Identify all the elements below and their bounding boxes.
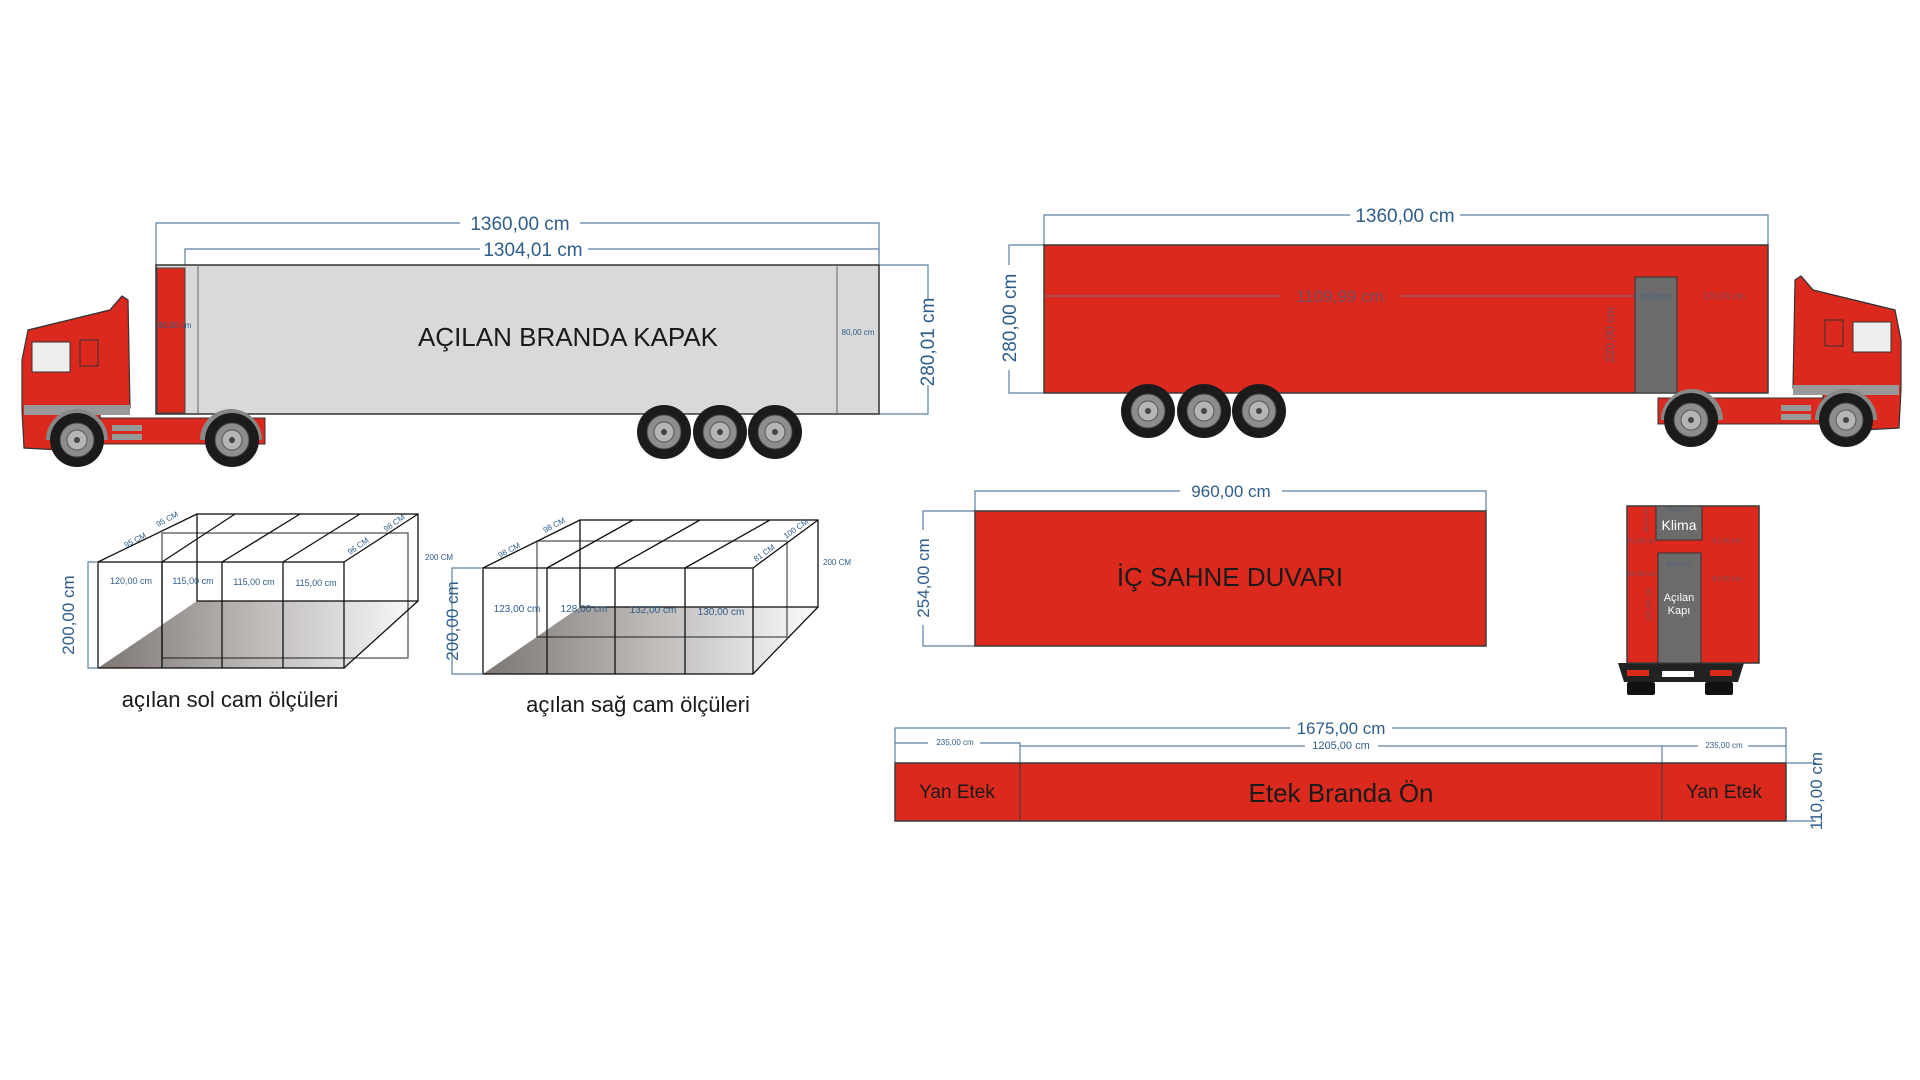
dim-door-height: 220,00 cm (1603, 307, 1617, 363)
cover-title: AÇILAN BRANDA KAPAK (418, 322, 719, 352)
dim-depth: 95 CM (123, 531, 148, 550)
dim-line-height (922, 510, 975, 647)
dim-klima-height: 60,00 cm (1644, 508, 1650, 533)
dim-center-width: 1205,00 cm (1312, 740, 1369, 752)
dim-height: 280,01 cm (918, 298, 939, 387)
dim-width: 130,00 cm (698, 607, 745, 618)
dim-width: 123,00 cm (494, 604, 541, 615)
canvas-cover-panel (155, 264, 880, 415)
dim-side-bottom-left: 82,50 cm (1628, 571, 1657, 578)
dim-depth: 96 CM (346, 536, 371, 557)
dim-line-total-length (155, 222, 880, 265)
dim-side-top-left: 81,00 cm (1628, 538, 1657, 545)
dim-right-width: 235,00 cm (1705, 741, 1743, 750)
skirt-right-label: Yan Etek (1686, 782, 1762, 803)
dim-line-height (879, 264, 929, 415)
skirt-strip: 1675,00 cm 235,00 cm 1205,00 cm 235,00 c… (894, 719, 1826, 830)
dim-width: 115,00 cm (172, 576, 213, 586)
dim-door-width: 66,00 cm (1642, 294, 1671, 301)
stage-wall-title: İÇ SAHNE DUVARI (1117, 562, 1343, 592)
klima-unit (1655, 505, 1703, 541)
dim-height: 200,00 cm (59, 575, 78, 654)
dim-line-height (1008, 244, 1044, 394)
dim-line-body-length (184, 248, 879, 265)
dim-height: 254,00 cm (914, 538, 933, 617)
door-label-line2: Kapı (1668, 605, 1691, 617)
skirt-panel (894, 762, 1787, 822)
dim-door-width: 66,00 cm (1667, 562, 1692, 568)
dim-total-length: 1360,00 cm (1355, 206, 1454, 227)
dim-line-total-length (1043, 214, 1769, 245)
dim-klima-width: 66,00 cm (1667, 507, 1692, 513)
box-front-frame (97, 561, 345, 669)
side-door (1634, 276, 1678, 394)
dim-total-length: 1360,00 cm (470, 214, 569, 235)
dim-door-to-end: 170,01 cm (1703, 291, 1745, 301)
door-label-line1: Açılan (1664, 592, 1695, 604)
dim-width: 115,00 cm (295, 578, 336, 588)
trailer-wheel (1231, 383, 1287, 439)
dim-width: 128,00 cm (561, 604, 608, 615)
trailer-rear-view: Klima Açılan Kapı 66,00 cm 60,00 cm 81,0… (1618, 505, 1760, 695)
dim-back-height: 200 CM (425, 553, 453, 562)
box-floor (98, 601, 418, 668)
dim-width: 132,00 cm (630, 605, 677, 616)
dim-width: 120,00 cm (110, 576, 152, 586)
dim-front-panel: 80,00 cm (159, 321, 192, 330)
dim-rear-panel: 80,00 cm (842, 328, 875, 337)
box-caption: açılan sağ cam ölçüleri (526, 692, 750, 717)
right-truck-side-view: 1360,00 cm 280,00 cm 1109,99 cm 66,00 cm… (1000, 206, 1901, 447)
dim-depth: 95 CM (155, 510, 180, 529)
dim-height: 280,00 cm (1000, 274, 1021, 363)
trailer-wheel (747, 404, 803, 460)
dim-side-top-right: 81,00 cm (1713, 538, 1742, 545)
skirt-left-label: Yan Etek (919, 782, 995, 803)
dim-line-height (451, 567, 483, 675)
dim-depth: 98 CM (497, 541, 522, 560)
dim-depth: 98 CM (542, 516, 567, 535)
dim-line-height (1786, 762, 1816, 822)
dim-left-width: 235,00 cm (936, 738, 974, 747)
dim-line-total (894, 727, 1787, 763)
right-glass-box: 200,00 cm 123,00 cm 128,00 cm 132,00 cm … (443, 516, 851, 717)
left-truck-side-view: 1360,00 cm 1304,01 cm 280,01 cm 80,00 cm… (22, 214, 939, 467)
dim-height: 200,00 cm (443, 581, 462, 660)
front-red-panel (156, 267, 186, 414)
dim-back-height: 200 CM (823, 558, 851, 567)
dim-height: 110,00 cm (1807, 752, 1826, 830)
dim-line-width (974, 490, 1487, 511)
trailer-wheel (636, 404, 692, 460)
trailer-wheel (1120, 383, 1176, 439)
dim-door-height: 199,98 cm (1646, 588, 1653, 621)
dim-width: 960,00 cm (1191, 482, 1270, 501)
rear-door (1657, 552, 1702, 664)
dim-line-height (87, 561, 98, 669)
dim-total: 1675,00 cm (1297, 719, 1386, 738)
stage-wall-panel (974, 510, 1487, 647)
dim-door-offset: 1109,99 cm (1296, 287, 1384, 306)
stage-wall: 960,00 cm 254,00 cm İÇ SAHNE DUVARI (914, 482, 1487, 647)
dim-body-length: 1304,01 cm (483, 240, 582, 261)
dim-side-bottom-right: 82,50 cm (1713, 576, 1742, 583)
box-floor (483, 607, 818, 674)
trailer-wheel (692, 404, 748, 460)
box-caption: açılan sol cam ölçüleri (122, 687, 338, 712)
left-glass-box: 200,00 cm 120,00 cm 115,00 cm 115,00 cm … (59, 510, 453, 712)
trailer-wheel (1176, 383, 1232, 439)
skirt-center-label: Etek Branda Ön (1249, 778, 1434, 808)
klima-label: Klima (1661, 517, 1696, 533)
dim-width: 115,00 cm (233, 577, 274, 587)
box-front-frame (482, 567, 754, 675)
